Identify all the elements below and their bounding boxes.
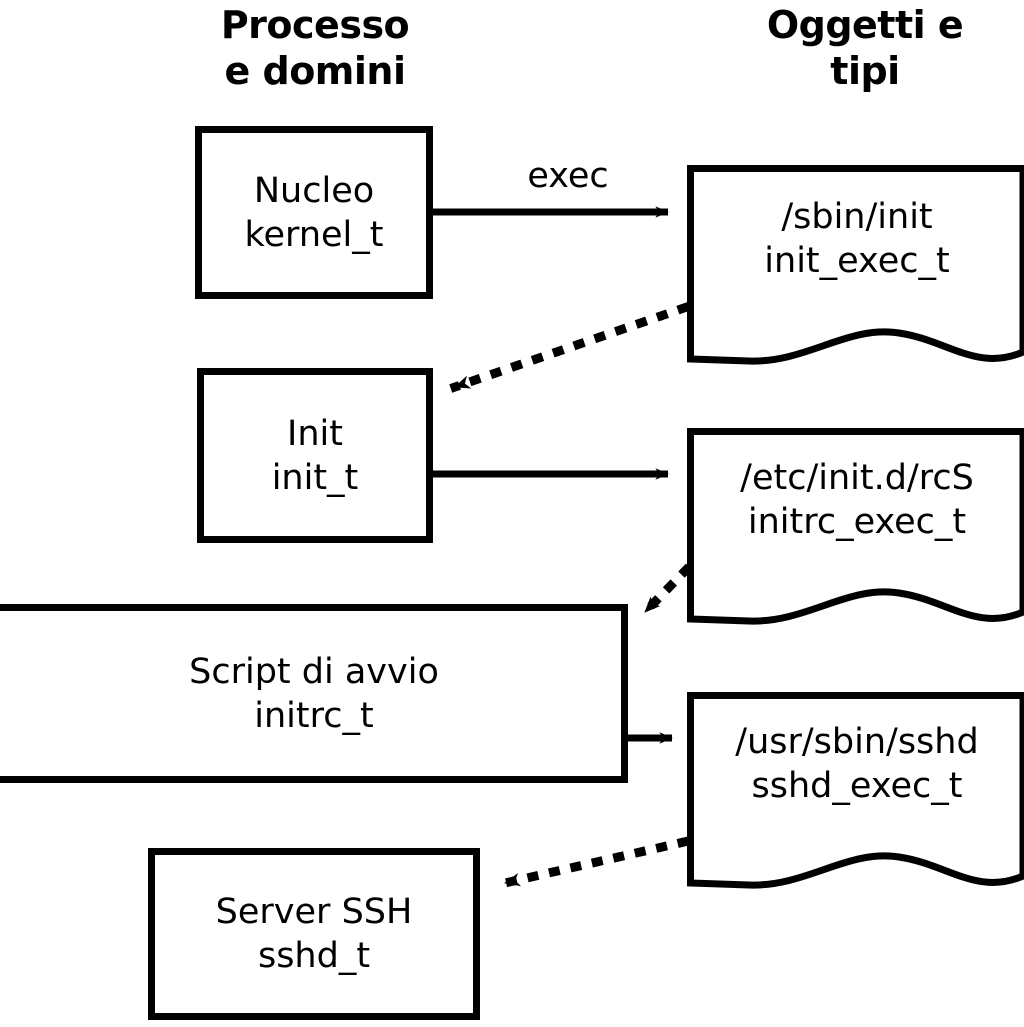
document-shape-icon	[687, 428, 1024, 625]
column-header-processes: Processo e domini	[220, 3, 410, 93]
object-node-sshd-exec[interactable]: /usr/sbin/sshd sshd_exec_t	[687, 692, 1024, 904]
edge-init_exec-transition-init	[449, 302, 690, 393]
document-shape-icon	[687, 165, 1024, 365]
document-shape-icon	[687, 692, 1024, 889]
process-node-initrc[interactable]: Script di avvio initrc_t	[0, 604, 628, 783]
object-node-init-exec[interactable]: /sbin/init init_exec_t	[687, 165, 1024, 380]
process-node-sshd[interactable]: Server SSH sshd_t	[148, 848, 480, 1020]
edge-initrc_exec-transition-initrc	[638, 563, 693, 619]
process-node-init-label: Init init_t	[271, 413, 359, 498]
process-node-kernel[interactable]: Nucleo kernel_t	[195, 126, 433, 299]
process-node-sshd-label: Server SSH sshd_t	[215, 892, 413, 976]
object-node-initrc-exec[interactable]: /etc/init.d/rcS initrc_exec_t	[687, 428, 1024, 640]
process-node-initrc-label: Script di avvio initrc_t	[189, 651, 439, 736]
edge-sshd_exec-transition-sshd	[499, 836, 690, 889]
edge-label-exec: exec	[527, 156, 609, 196]
process-node-init[interactable]: Init init_t	[197, 368, 433, 543]
column-header-objects: Oggetti e tipi	[766, 3, 964, 93]
process-node-kernel-label: Nucleo kernel_t	[244, 170, 384, 255]
